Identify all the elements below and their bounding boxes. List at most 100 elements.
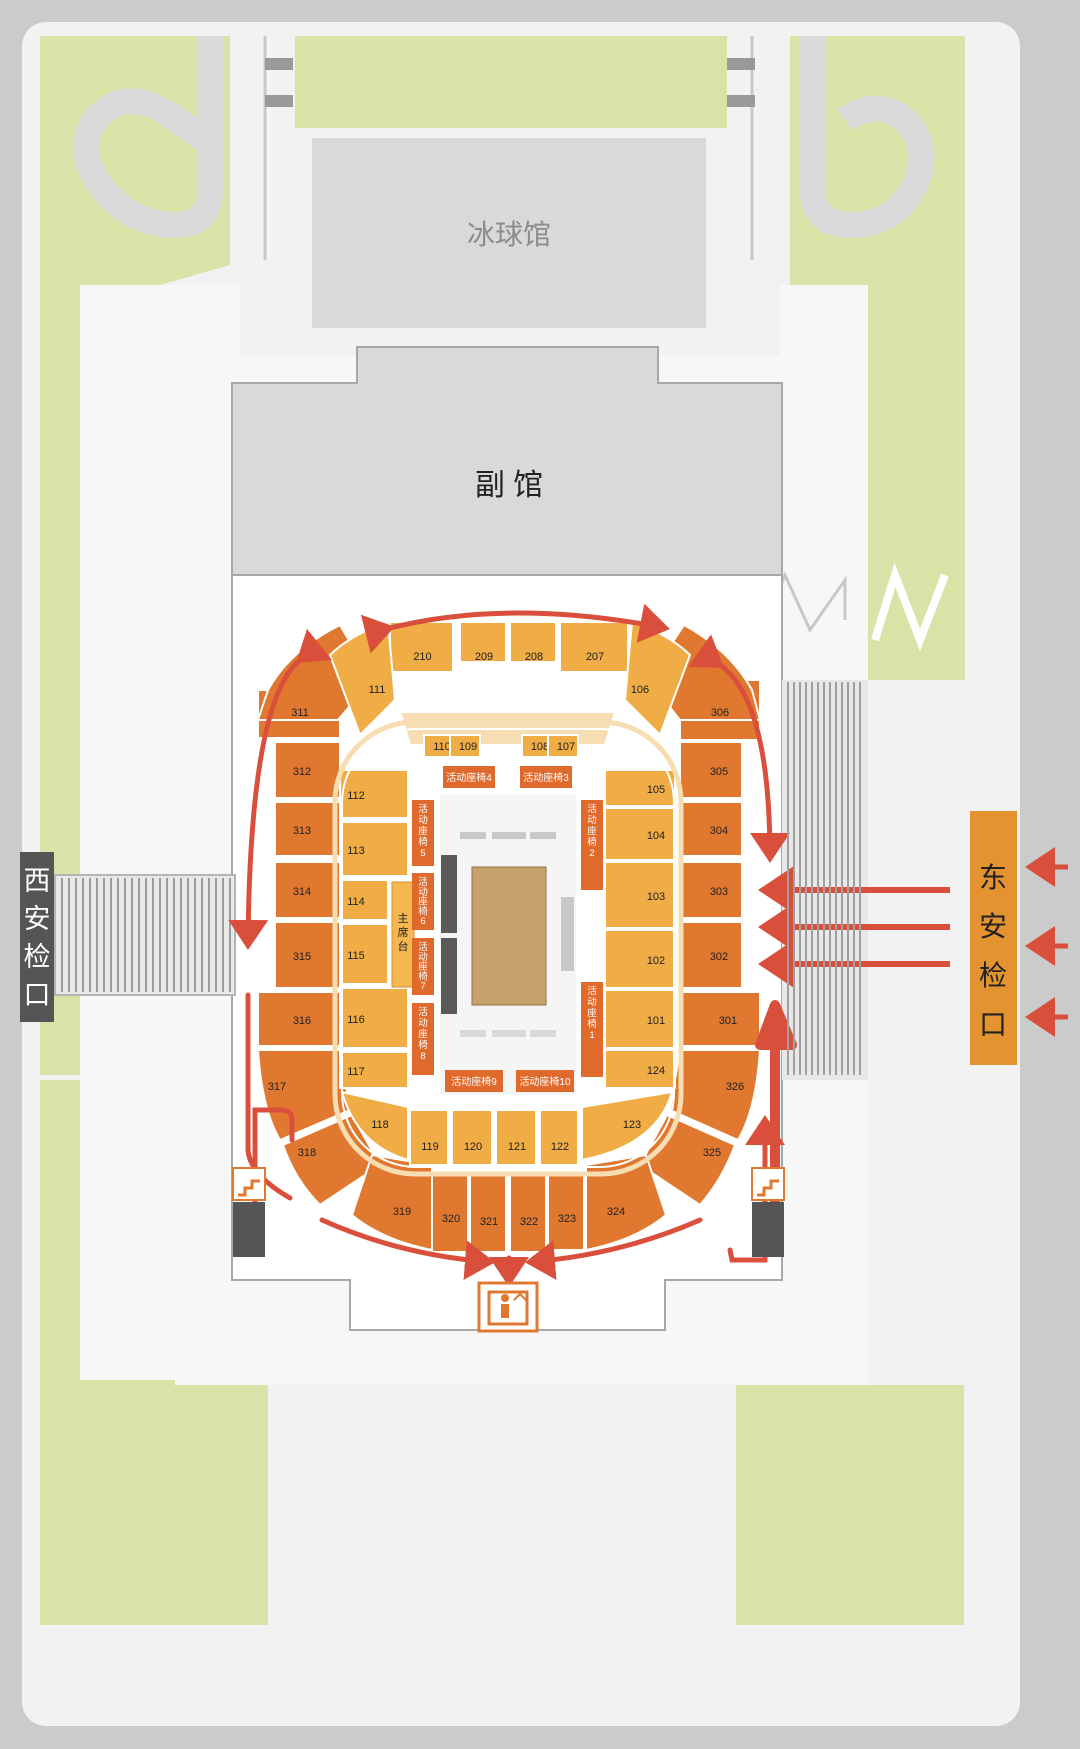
- section-303[interactable]: 303: [679, 861, 743, 919]
- section-320[interactable]: 320: [431, 1171, 469, 1253]
- elevator-icon[interactable]: [477, 1281, 539, 1333]
- section-102[interactable]: 102: [604, 929, 676, 989]
- section-label: 107: [557, 741, 575, 753]
- section-label: 207: [586, 651, 604, 663]
- section-105[interactable]: 105: [604, 769, 676, 807]
- movable-seat-s3[interactable]: 活动座椅3: [520, 766, 572, 788]
- section-321[interactable]: 321: [469, 1174, 507, 1253]
- section-label: 210: [413, 651, 431, 663]
- section-319[interactable]: 319: [350, 1153, 433, 1252]
- west-gate-char: 西: [24, 866, 51, 896]
- section-209[interactable]: 209: [459, 621, 507, 663]
- section-304[interactable]: 304: [679, 801, 743, 857]
- bench-left-1: [441, 855, 457, 933]
- section-label: 302: [710, 951, 728, 963]
- west-gate-char: 检: [24, 942, 51, 972]
- movable-seat-s10[interactable]: 活动座椅10: [516, 1070, 574, 1092]
- section-207[interactable]: 207: [559, 621, 629, 673]
- east-gate-char: 东: [979, 862, 1007, 893]
- stairs-hatch: [265, 58, 755, 107]
- section-317[interactable]: 317: [256, 1049, 352, 1142]
- section-115[interactable]: 115: [339, 923, 389, 985]
- west-gate[interactable]: [20, 852, 54, 1022]
- section-label: 113: [347, 845, 365, 857]
- east-gate-char: 检: [979, 960, 1007, 991]
- section-label: 103: [647, 891, 665, 903]
- section-label: 208: [525, 651, 543, 663]
- section-116[interactable]: 116: [339, 987, 409, 1049]
- stairs-icon[interactable]: [751, 1167, 785, 1257]
- movable-seat-char: 活: [587, 985, 597, 997]
- scorer-table-top-2: [492, 832, 526, 839]
- section-label: 120: [464, 1141, 482, 1153]
- section-323[interactable]: 323: [547, 1171, 585, 1251]
- section-118[interactable]: 118: [340, 1090, 409, 1162]
- bench-left-2: [441, 938, 457, 1014]
- section-label: 124: [647, 1065, 665, 1077]
- east-zigzag: [871, 562, 949, 652]
- section-label: 117: [347, 1066, 365, 1078]
- section-325[interactable]: 325: [638, 1113, 737, 1207]
- movable-seat-char: 2: [589, 848, 594, 859]
- section-312[interactable]: 312: [274, 741, 341, 799]
- east-gate[interactable]: [970, 811, 1017, 1065]
- section-119[interactable]: 119: [409, 1109, 449, 1166]
- section-label: 109: [459, 741, 477, 753]
- section-label: 119: [421, 1141, 439, 1153]
- section-313[interactable]: 313: [274, 801, 341, 857]
- east-gate-char: 口: [979, 1009, 1007, 1040]
- section-103[interactable]: 103: [604, 861, 676, 929]
- section-label: 301: [719, 1015, 737, 1027]
- movable-seat-s1[interactable]: 活动座椅1: [581, 982, 603, 1077]
- section-315[interactable]: 315: [274, 921, 341, 989]
- section-305[interactable]: 305: [679, 741, 743, 799]
- section-112[interactable]: 112: [339, 769, 409, 819]
- section-322[interactable]: 322: [509, 1174, 547, 1253]
- section-109[interactable]: 109: [449, 734, 481, 758]
- section-113[interactable]: 113: [339, 821, 409, 877]
- section-107[interactable]: 107: [547, 734, 579, 758]
- section-301[interactable]: 301: [679, 991, 761, 1047]
- concourse-ring-inner: [341, 728, 675, 1168]
- section-124[interactable]: 124: [604, 1049, 676, 1089]
- section-label: 306: [711, 707, 729, 719]
- section-117[interactable]: 117: [339, 1051, 409, 1089]
- section-label: 114: [347, 896, 365, 908]
- movable-seat-label: 活动座椅9: [451, 1075, 497, 1088]
- movable-seat-s9[interactable]: 活动座椅9: [445, 1070, 503, 1092]
- section-324[interactable]: 324: [585, 1153, 668, 1252]
- section-210[interactable]: 210: [389, 621, 454, 673]
- vip-box: [391, 881, 415, 988]
- movable-seat-char: 8: [420, 1051, 425, 1062]
- stairs-icon[interactable]: [232, 1167, 266, 1257]
- section-122[interactable]: 122: [539, 1109, 579, 1166]
- section-302[interactable]: 302: [679, 921, 743, 989]
- movable-seat-s4[interactable]: 活动座椅4: [443, 766, 495, 788]
- section-208[interactable]: 208: [509, 621, 557, 663]
- section-label: 312: [293, 766, 311, 778]
- section-114[interactable]: 114: [339, 879, 389, 921]
- movable-seat-char: 椅: [418, 905, 428, 917]
- section-label: 313: [293, 825, 311, 837]
- section-314[interactable]: 314: [274, 861, 341, 919]
- movable-seat-label: 活动座椅10: [519, 1075, 571, 1088]
- section-316[interactable]: 316: [257, 991, 341, 1047]
- section-label: 319: [393, 1206, 411, 1218]
- concourse-ring: [332, 719, 684, 1177]
- section-label: 317: [268, 1081, 286, 1093]
- section-120[interactable]: 120: [451, 1109, 493, 1166]
- section-101[interactable]: 101: [604, 989, 676, 1049]
- section-104[interactable]: 104: [604, 807, 676, 861]
- section-123[interactable]: 123: [581, 1090, 674, 1162]
- movable-seat-char: 椅: [418, 970, 428, 982]
- section-121[interactable]: 121: [495, 1109, 537, 1166]
- section-326[interactable]: 326: [668, 1049, 762, 1142]
